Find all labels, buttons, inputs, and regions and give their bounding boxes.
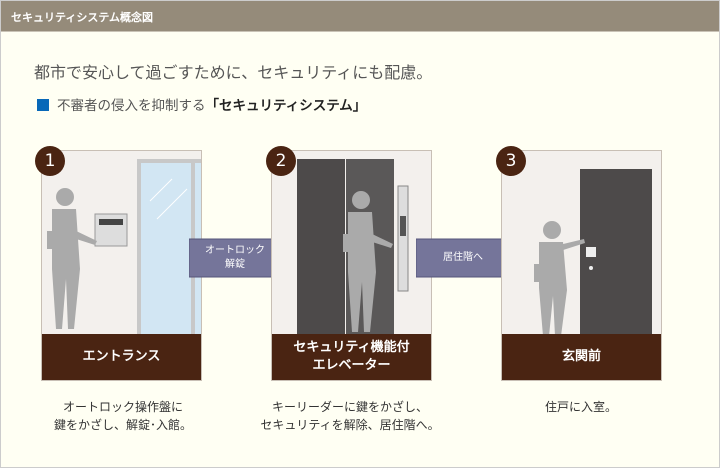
bullet-square-icon [37, 99, 49, 111]
panel-front-door: 玄関前 [501, 150, 662, 381]
header-bar: セキュリティシステム概念図 [1, 1, 719, 32]
subtitle: 不審者の侵入を抑制する「セキュリティシステム」 [37, 94, 366, 114]
label-front-door: 玄関前 [502, 334, 661, 380]
label-elevator: セキュリティ機能付エレベーター [272, 334, 431, 380]
subtitle-prefix: 不審者の侵入を抑制する [57, 98, 206, 114]
step-number-1: 1 [35, 146, 65, 176]
desc-entrance: オートロック操作盤に鍵をかざし、解錠･入館。 [53, 400, 192, 432]
entrance-illustration [47, 159, 201, 336]
desc-elevator: キーリーダーに鍵をかざし、セキュリティを解除、居住階へ。 [260, 400, 440, 432]
header-title: セキュリティシステム概念図 [11, 11, 154, 24]
elevator-illustration [297, 159, 409, 336]
subtitle-emphasis: 「セキュリティシステム」 [205, 98, 367, 114]
desc-front-door: 住戸に入室。 [544, 400, 617, 414]
panel-elevator: セキュリティ機能付エレベーター [271, 150, 432, 381]
label-entrance: エントランス [42, 334, 201, 380]
lead-text: 都市で安心して過ごすために、セキュリティにも配慮。 [34, 63, 433, 82]
door-illustration [534, 169, 652, 336]
panel-entrance: エントランス [41, 150, 202, 381]
step-number-3: 3 [496, 146, 526, 176]
step-number-2: 2 [266, 146, 296, 176]
